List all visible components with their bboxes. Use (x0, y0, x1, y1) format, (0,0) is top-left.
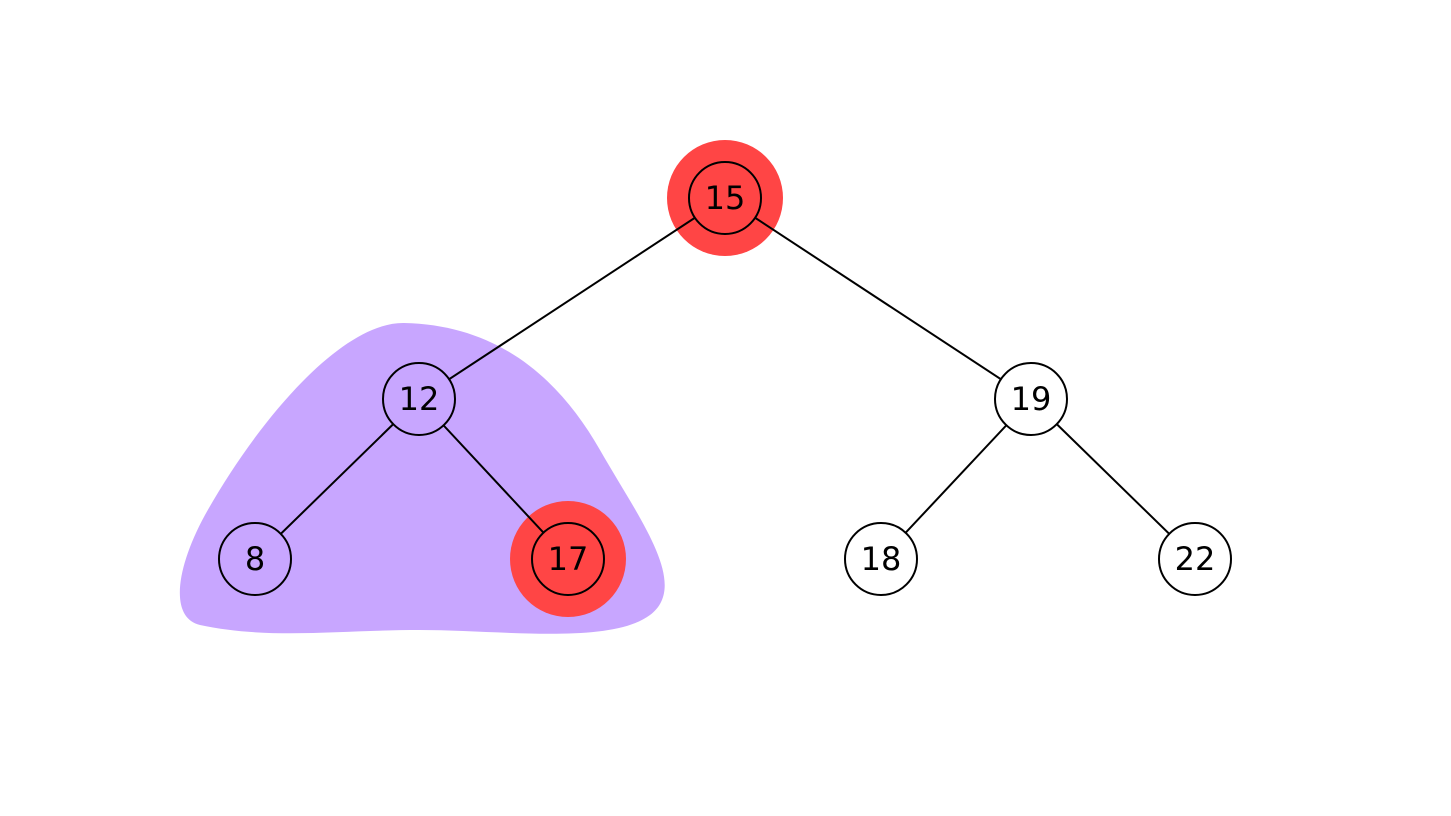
node-circle-22 (1158, 522, 1232, 596)
node-layer: 15 12 19 8 17 18 22 (218, 161, 1232, 596)
tree-node-22: 22 (1158, 522, 1232, 596)
node-label-18: 18 (861, 540, 902, 578)
node-circle-12 (382, 362, 456, 436)
node-label-17: 17 (548, 540, 589, 578)
edge-15-12 (418, 197, 726, 400)
node-label-15: 15 (705, 179, 746, 217)
node-label-8: 8 (245, 540, 265, 578)
node-circle-15 (688, 161, 762, 235)
tree-node-18: 18 (844, 522, 918, 596)
tree-node-8: 8 (218, 522, 292, 596)
node-circle-8 (218, 522, 292, 596)
tree-node-12: 12 (382, 362, 456, 436)
node-circle-17 (531, 522, 605, 596)
edge-19-22 (1030, 398, 1196, 560)
tree-node-19: 19 (994, 362, 1068, 436)
node-label-22: 22 (1175, 540, 1216, 578)
edge-12-8 (254, 398, 420, 560)
node-circle-19 (994, 362, 1068, 436)
edge-15-19 (724, 197, 1032, 400)
node-circle-18 (844, 522, 918, 596)
node-label-19: 19 (1011, 380, 1052, 418)
tree-node-17: 17 (531, 522, 605, 596)
node-label-12: 12 (399, 380, 440, 418)
tree-node-15: 15 (688, 161, 762, 235)
